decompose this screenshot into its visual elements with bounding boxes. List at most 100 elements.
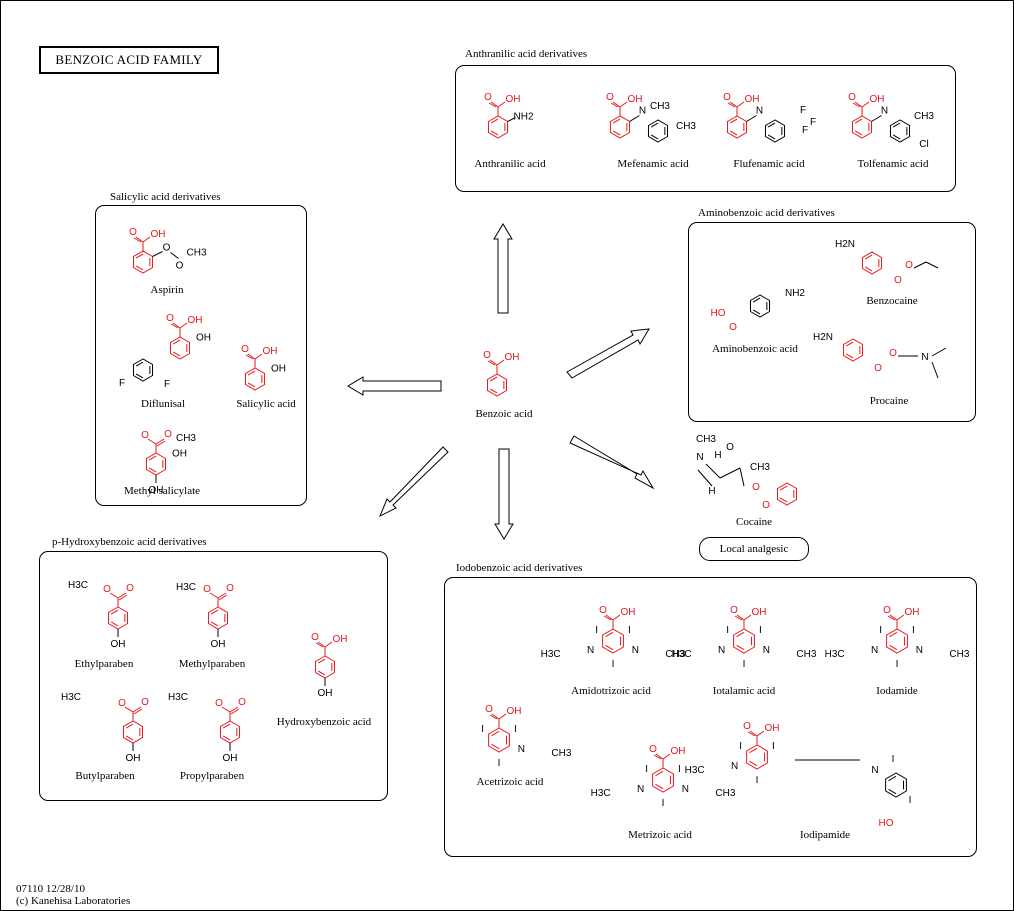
compound-name-procaine[interactable]: Procaine: [869, 395, 909, 407]
compound-name-anthranilic-acid[interactable]: Anthranilic acid: [474, 158, 546, 170]
methyl-label: H3C: [825, 649, 845, 660]
compound-name-salicylic-acid[interactable]: Salicylic acid: [236, 398, 296, 410]
compound-name-flufenamic-acid[interactable]: Flufenamic acid: [733, 158, 805, 170]
anthranilic-box: [455, 65, 956, 192]
methyl-label: CH3: [715, 788, 735, 799]
hydroxybenzoic-label[interactable]: p-Hydroxybenzoic acid derivatives: [52, 536, 207, 548]
compound-name-metrizoic-acid[interactable]: Metrizoic acid: [628, 829, 692, 841]
iodine-label: I: [726, 625, 729, 636]
compound-name-amidotrizoic-acid[interactable]: Amidotrizoic acid: [571, 685, 651, 697]
iodine-label: I: [498, 758, 501, 769]
anthranilic-label[interactable]: Anthranilic acid derivatives: [465, 48, 588, 60]
hydrogen-label: H: [708, 486, 715, 497]
methyl-label: CH3: [949, 649, 969, 660]
hydroxyl-label: OH: [172, 449, 187, 460]
oxygen-label: O: [164, 429, 172, 440]
oxygen-label: O: [483, 350, 491, 361]
hydroxyl-label: OH: [223, 753, 238, 764]
methyl-label: H3C: [591, 788, 611, 799]
nitrogen-label: N: [637, 784, 644, 795]
hydroxyl-label: OH: [621, 607, 636, 618]
amine-label: H2N: [813, 332, 833, 343]
iodine-label: I: [739, 741, 742, 752]
compound-name-cocaine[interactable]: Cocaine: [735, 516, 773, 528]
iodobenzoic-label[interactable]: Iodobenzoic acid derivatives: [456, 562, 583, 574]
iodine-label: I: [514, 724, 517, 735]
amine-label: N: [639, 106, 646, 117]
hydrogen-label: H: [714, 450, 721, 461]
compound-name-mefenamic-acid[interactable]: Mefenamic acid: [617, 158, 689, 170]
oxygen-label: O: [723, 92, 731, 103]
local-analgesic-pill[interactable]: Local analgesic: [699, 537, 809, 561]
oxygen-label: O: [103, 584, 111, 595]
compound-name-aminobenzoic-acid[interactable]: Aminobenzoic acid: [712, 343, 798, 355]
compound-name-iodamide[interactable]: Iodamide: [876, 685, 918, 697]
iodine-label: I: [879, 625, 882, 636]
iodine-label: I: [628, 625, 631, 636]
compound-name-acetrizoic-acid[interactable]: Acetrizoic acid: [476, 776, 544, 788]
hydroxyl-label: OH: [870, 94, 885, 105]
iodine-label: I: [481, 724, 484, 735]
hydroxyl-label: OH: [188, 315, 203, 326]
oxygen-label: O: [226, 583, 234, 594]
methyl-label: CH3: [796, 649, 816, 660]
compound-name-hydroxybenzoic-acid[interactable]: Hydroxybenzoic acid: [276, 716, 372, 728]
fluorine-label: F: [810, 117, 816, 128]
oxygen-label: O: [215, 698, 223, 709]
hydroxyl-label: OH: [628, 94, 643, 105]
salicylic-box: [95, 205, 307, 506]
compound-name-propylparaben[interactable]: Propylparaben: [179, 770, 245, 782]
compound-name-butylparaben[interactable]: Butylparaben: [75, 770, 135, 782]
compound-name-iotalamic-acid[interactable]: Iotalamic acid: [712, 685, 776, 697]
compound-name-methylparaben[interactable]: Methylparaben: [178, 658, 246, 670]
aminobenzoic-label[interactable]: Aminobenzoic acid derivatives: [698, 207, 835, 219]
compound-name-benzoic-acid[interactable]: Benzoic acid: [475, 408, 533, 420]
compound-name-tolfenamic-acid[interactable]: Tolfenamic acid: [857, 158, 929, 170]
compound-name-methyl-salicylate[interactable]: Methyl salicylate: [123, 485, 201, 497]
iodine-label: I: [909, 795, 912, 806]
methyl-label: CH3: [750, 462, 770, 473]
compound-name-iodipamide[interactable]: Iodipamide: [799, 829, 851, 841]
footer-code: 07110 12/28/10: [16, 883, 85, 895]
methyl-label: CH3: [696, 434, 716, 445]
methyl-label: H3C: [541, 649, 561, 660]
salicylic-label[interactable]: Salicylic acid derivatives: [110, 191, 221, 203]
nitrogen-label: N: [632, 645, 639, 656]
compound-name-benzocaine[interactable]: Benzocaine: [866, 295, 918, 307]
methyl-label: CH3: [665, 649, 685, 660]
oxygen-label: O: [848, 92, 856, 103]
arrow-to-iodobenzoic: [494, 448, 514, 540]
compound-name-diflunisal[interactable]: Diflunisal: [141, 398, 185, 410]
map-title[interactable]: BENZOIC ACID FAMILY: [39, 46, 219, 74]
methyl-label: H3C: [685, 765, 705, 776]
compound-name-ethylparaben[interactable]: Ethylparaben: [74, 658, 134, 670]
fluorine-label: F: [119, 378, 125, 389]
compound-name-aspirin[interactable]: Aspirin: [150, 284, 184, 296]
